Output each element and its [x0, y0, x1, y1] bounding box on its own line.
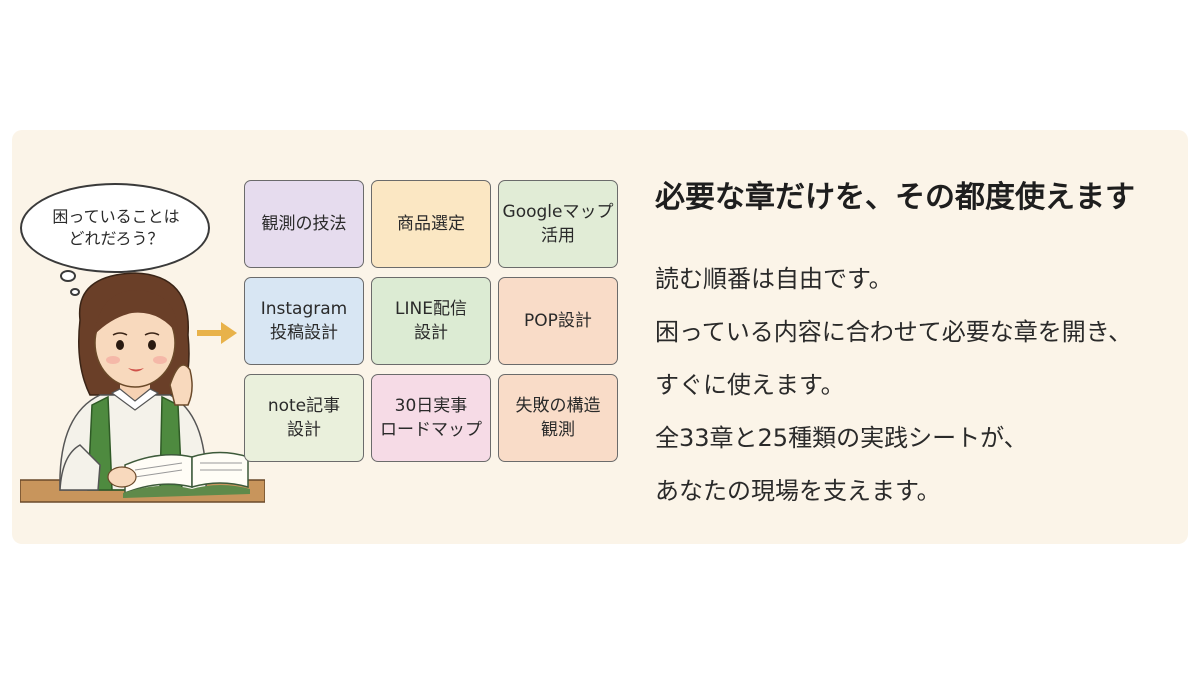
thought-bubble: [20, 183, 210, 273]
woman-reading-illustration: [20, 272, 265, 503]
chapter-label: 商品選定: [397, 214, 465, 234]
body-line: 困っている内容に合わせて必要な章を開き、: [655, 318, 1133, 346]
chapter-label: 失敗の構造 観測: [515, 396, 601, 440]
chapter-card[interactable]: note記事 設計: [244, 374, 364, 462]
bubble-text: 困っていることは どれだろう？: [52, 207, 180, 248]
chapter-label: Googleマップ 活用: [502, 202, 614, 246]
body-line: 読む順番は自由です。: [655, 265, 893, 293]
chapter-grid: 観測の技法 商品選定 Googleマップ 活用 Instagram 投稿設計 L…: [244, 180, 620, 466]
bubble-dot-small: [70, 288, 80, 296]
body-line: あなたの現場を支えます。: [655, 477, 941, 505]
chapter-card[interactable]: Googleマップ 活用: [498, 180, 618, 268]
body-line: 全33章と25種類の実践シートが、: [655, 424, 1028, 452]
description-text: 読む順番は自由です。 困っている内容に合わせて必要な章を開き、 すぐに使えます。…: [655, 253, 1132, 518]
chapter-card[interactable]: POP設計: [498, 277, 618, 365]
chapter-card[interactable]: Instagram 投稿設計: [244, 277, 364, 365]
chapter-label: Instagram 投稿設計: [260, 299, 348, 343]
chapter-card[interactable]: 商品選定: [371, 180, 491, 268]
chapter-label: LINE配信 設計: [395, 299, 467, 343]
chapter-card[interactable]: 30日実事 ロードマップ: [371, 374, 491, 462]
arrow-right-icon: [197, 322, 237, 344]
body-line: すぐに使えます。: [655, 371, 845, 399]
section-heading: 必要な章だけを、その都度使えます: [655, 180, 1135, 215]
bubble-dot-large: [60, 270, 76, 282]
chapter-label: note記事 設計: [267, 396, 341, 440]
chapter-label: 30日実事 ロードマップ: [380, 396, 482, 440]
chapter-card[interactable]: 観測の技法: [244, 180, 364, 268]
chapter-label: POP設計: [524, 311, 592, 331]
chapter-label: 観測の技法: [261, 214, 347, 234]
chapter-card[interactable]: 失敗の構造 観測: [498, 374, 618, 462]
chapter-card[interactable]: LINE配信 設計: [371, 277, 491, 365]
